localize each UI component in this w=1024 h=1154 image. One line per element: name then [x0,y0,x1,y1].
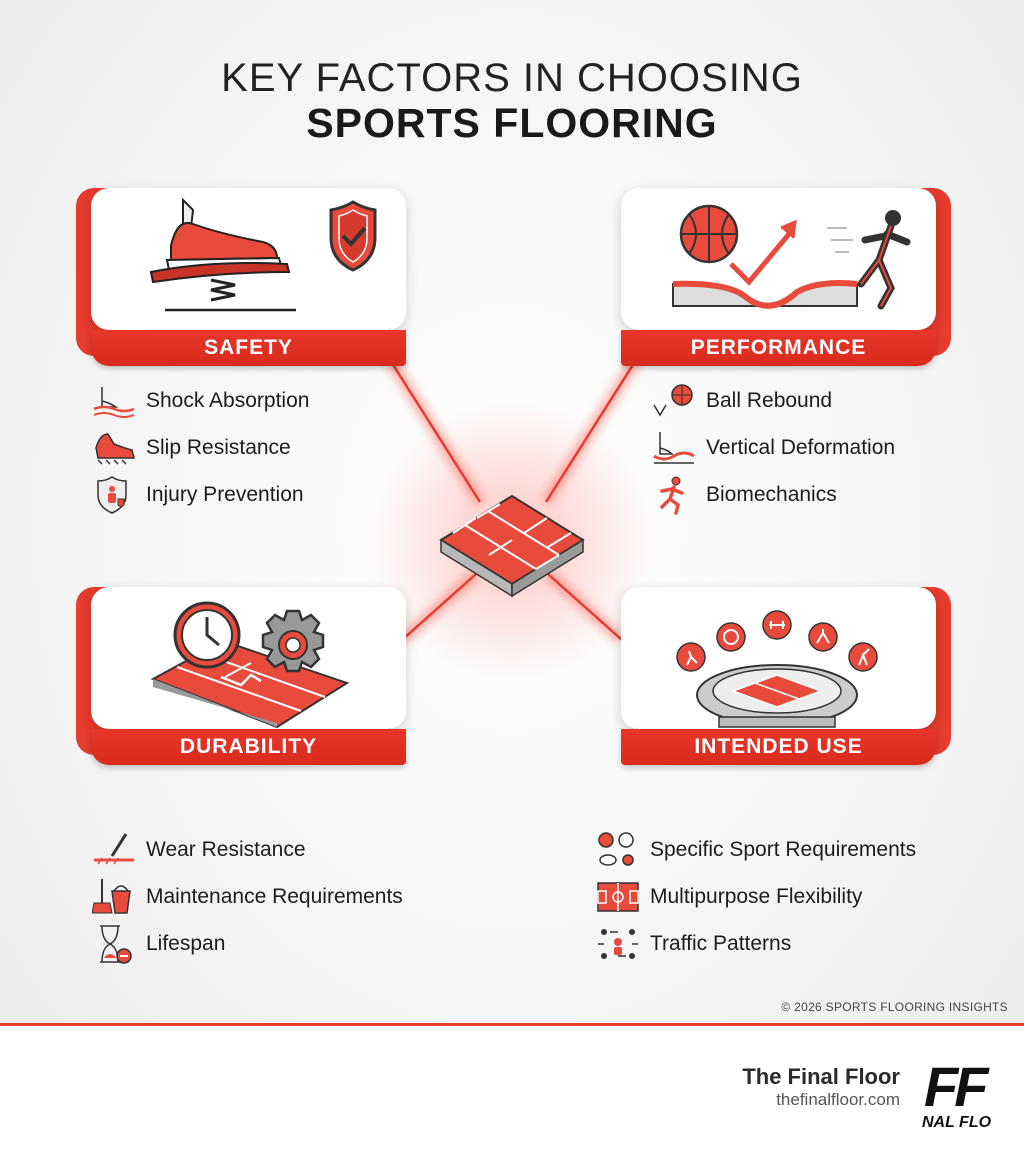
bucket-mop-icon [92,877,136,917]
runner-icon [652,475,696,515]
card-performance: PERFORMANCE [621,188,951,366]
safety-item-label: Injury Prevention [146,482,304,506]
performance-item-label: Vertical Deformation [706,435,896,459]
card-label-safety: SAFETY [91,330,406,366]
list-item: Wear Resistance [92,826,403,873]
performance-item-label: Ball Rebound [706,388,833,412]
durability-item-label: Wear Resistance [146,837,306,861]
shoe-spring-icon [149,197,377,312]
foot-shock-icon [92,381,136,421]
footer [0,1026,1024,1154]
logo-sub: NAL FLO [922,1114,992,1131]
title-line-1: KEY FACTORS IN CHOOSING [221,56,803,100]
card-label-durability: DURABILITY [91,729,406,765]
people-arrows-icon [596,924,640,964]
shield-person-icon [92,475,136,515]
brand-logo: FF NAL FLO [922,1058,1024,1134]
card-safety: SAFETY [76,188,406,366]
list-item: Maintenance Requirements [92,873,403,920]
durability-item-label: Maintenance Requirements [146,884,403,908]
court-lines-icon [596,877,640,917]
brand-name: The Final Floor [742,1064,900,1089]
intended-use-item-label: Traffic Patterns [650,931,792,955]
list-item: Ball Rebound [652,377,895,424]
card-durability: DURABILITY [76,587,406,765]
list-item: Lifespan [92,920,403,967]
performance-list: Ball Rebound Vertical Deformation Biomec… [652,377,895,518]
intended-use-item-label: Multipurpose Flexibility [650,884,863,908]
intended-use-list: Specific Sport Requirements Multipurpose… [596,826,916,967]
list-item: Specific Sport Requirements [596,826,916,873]
intended-use-item-label: Specific Sport Requirements [650,837,917,861]
shoe-grip-icon [92,428,136,468]
brand-url[interactable]: thefinalfloor.com [776,1090,900,1109]
card-label-intended-use: INTENDED USE [621,729,936,765]
clock-gear-floor-icon [150,601,350,729]
sports-balls-icon [596,830,640,870]
center-connectors [372,357,652,680]
list-item: Slip Resistance [92,424,309,471]
list-item: Biomechanics [652,471,895,518]
card-label-performance: PERFORMANCE [621,330,936,366]
title-line-2: SPORTS FLOORING [306,100,718,146]
list-item: Vertical Deformation [652,424,895,471]
floor-tile-icon [439,494,585,598]
logo-mark: FF [924,1058,988,1118]
ball-rebound-icon [672,204,911,310]
durability-list: Wear Resistance Maintenance Requirements… [92,826,403,967]
foot-deform-icon [652,428,696,468]
scratch-tool-icon [92,830,136,870]
durability-item-label: Lifespan [146,931,226,955]
list-item: Multipurpose Flexibility [596,873,916,920]
copyright-text: © 2026 SPORTS FLOORING INSIGHTS [781,1000,1008,1014]
list-item: Injury Prevention [92,471,309,518]
hourglass-icon [92,924,136,964]
list-item: Traffic Patterns [596,920,916,967]
performance-item-label: Biomechanics [706,482,837,506]
card-intended-use: INTENDED USE [621,587,951,765]
ball-bounce-icon [652,381,696,421]
list-item: Shock Absorption [92,377,309,424]
safety-list: Shock Absorption Slip Resistance Injury … [92,377,309,518]
stadium-sports-icon [676,610,878,728]
safety-item-label: Slip Resistance [146,435,291,459]
footer-divider [0,1023,1024,1026]
safety-item-label: Shock Absorption [146,388,310,412]
